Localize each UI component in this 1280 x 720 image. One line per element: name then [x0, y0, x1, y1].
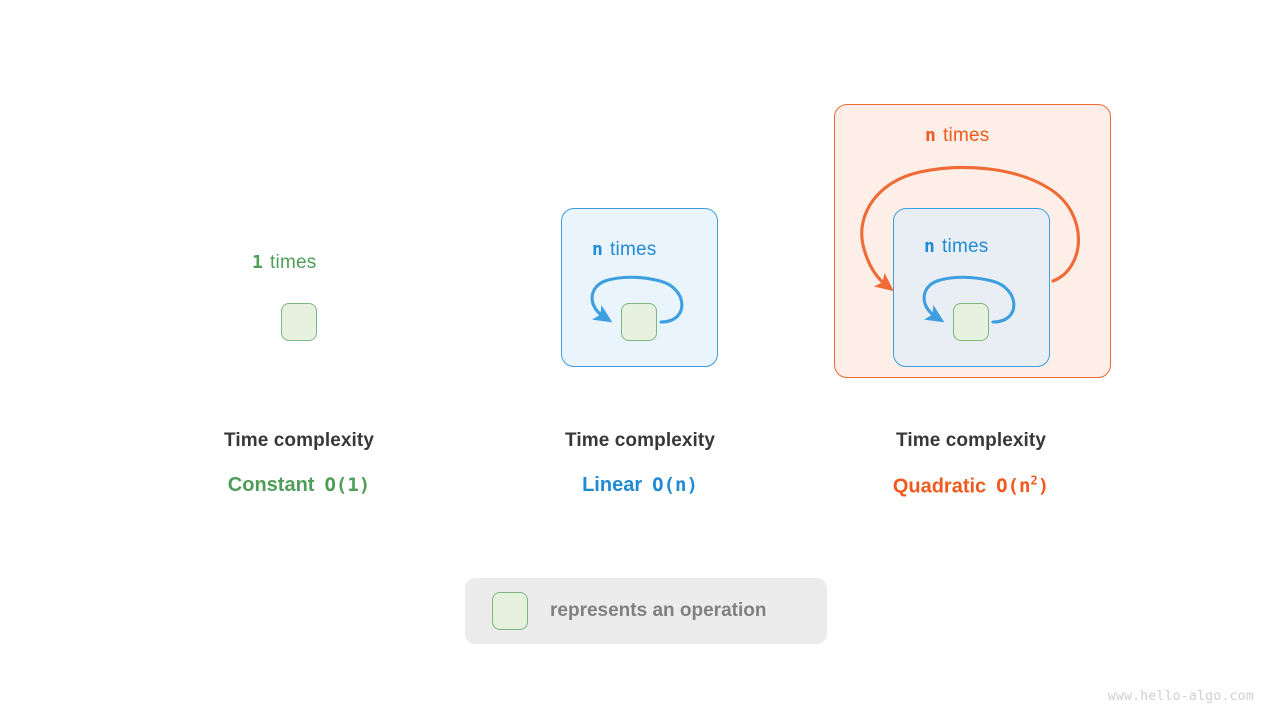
- operation-box-constant: [281, 303, 317, 341]
- complexity-notation-constant: O(1): [324, 474, 371, 496]
- complexity-notation-linear: O(n): [652, 474, 698, 496]
- constant-count-word: times: [270, 252, 317, 273]
- operation-box-quadratic: [953, 303, 989, 341]
- complexity-name-linear: Linear: [582, 474, 643, 496]
- legend-operation-swatch: [492, 592, 528, 630]
- legend-box: represents an operation: [465, 578, 827, 644]
- caption-title-constant: Time complexity: [223, 430, 375, 451]
- constant-count-label: 1 times: [252, 252, 316, 274]
- notation-exponent-quadratic: 2: [1030, 474, 1038, 488]
- caption-value-linear: Linear O(n): [490, 474, 790, 497]
- notation-base-quadratic: O(n: [996, 475, 1031, 498]
- linear-count-value: n: [592, 239, 604, 260]
- caption-title-quadratic: Time complexity: [895, 430, 1047, 451]
- operation-box-linear: [621, 303, 657, 341]
- quadratic-inner-count-value: n: [924, 236, 936, 257]
- quadratic-outer-count-value: n: [925, 125, 937, 146]
- loop-container-linear: [561, 208, 718, 367]
- linear-count-word: times: [610, 239, 657, 260]
- loop-container-quadratic-inner: [893, 208, 1050, 367]
- caption-constant: Time complexity Constant O(1): [149, 430, 449, 497]
- caption-quadratic: Time complexity Quadratic O(n2): [821, 430, 1121, 498]
- caption-value-constant: Constant O(1): [149, 474, 449, 497]
- quadratic-inner-count-word: times: [942, 236, 989, 257]
- caption-value-quadratic: Quadratic O(n2): [821, 474, 1121, 498]
- legend-label: represents an operation: [550, 600, 767, 621]
- complexity-name-quadratic: Quadratic: [892, 475, 987, 498]
- notation-tail-quadratic: ): [1037, 475, 1050, 498]
- complexity-notation-quadratic: O(n2): [996, 474, 1050, 498]
- constant-count-value: 1: [252, 252, 264, 273]
- watermark-url: www.hello-algo.com: [1107, 689, 1254, 704]
- complexity-name-constant: Constant: [227, 474, 315, 496]
- quadratic-outer-count-word: times: [943, 125, 990, 146]
- caption-linear: Time complexity Linear O(n): [490, 430, 790, 497]
- caption-title-linear: Time complexity: [564, 430, 716, 451]
